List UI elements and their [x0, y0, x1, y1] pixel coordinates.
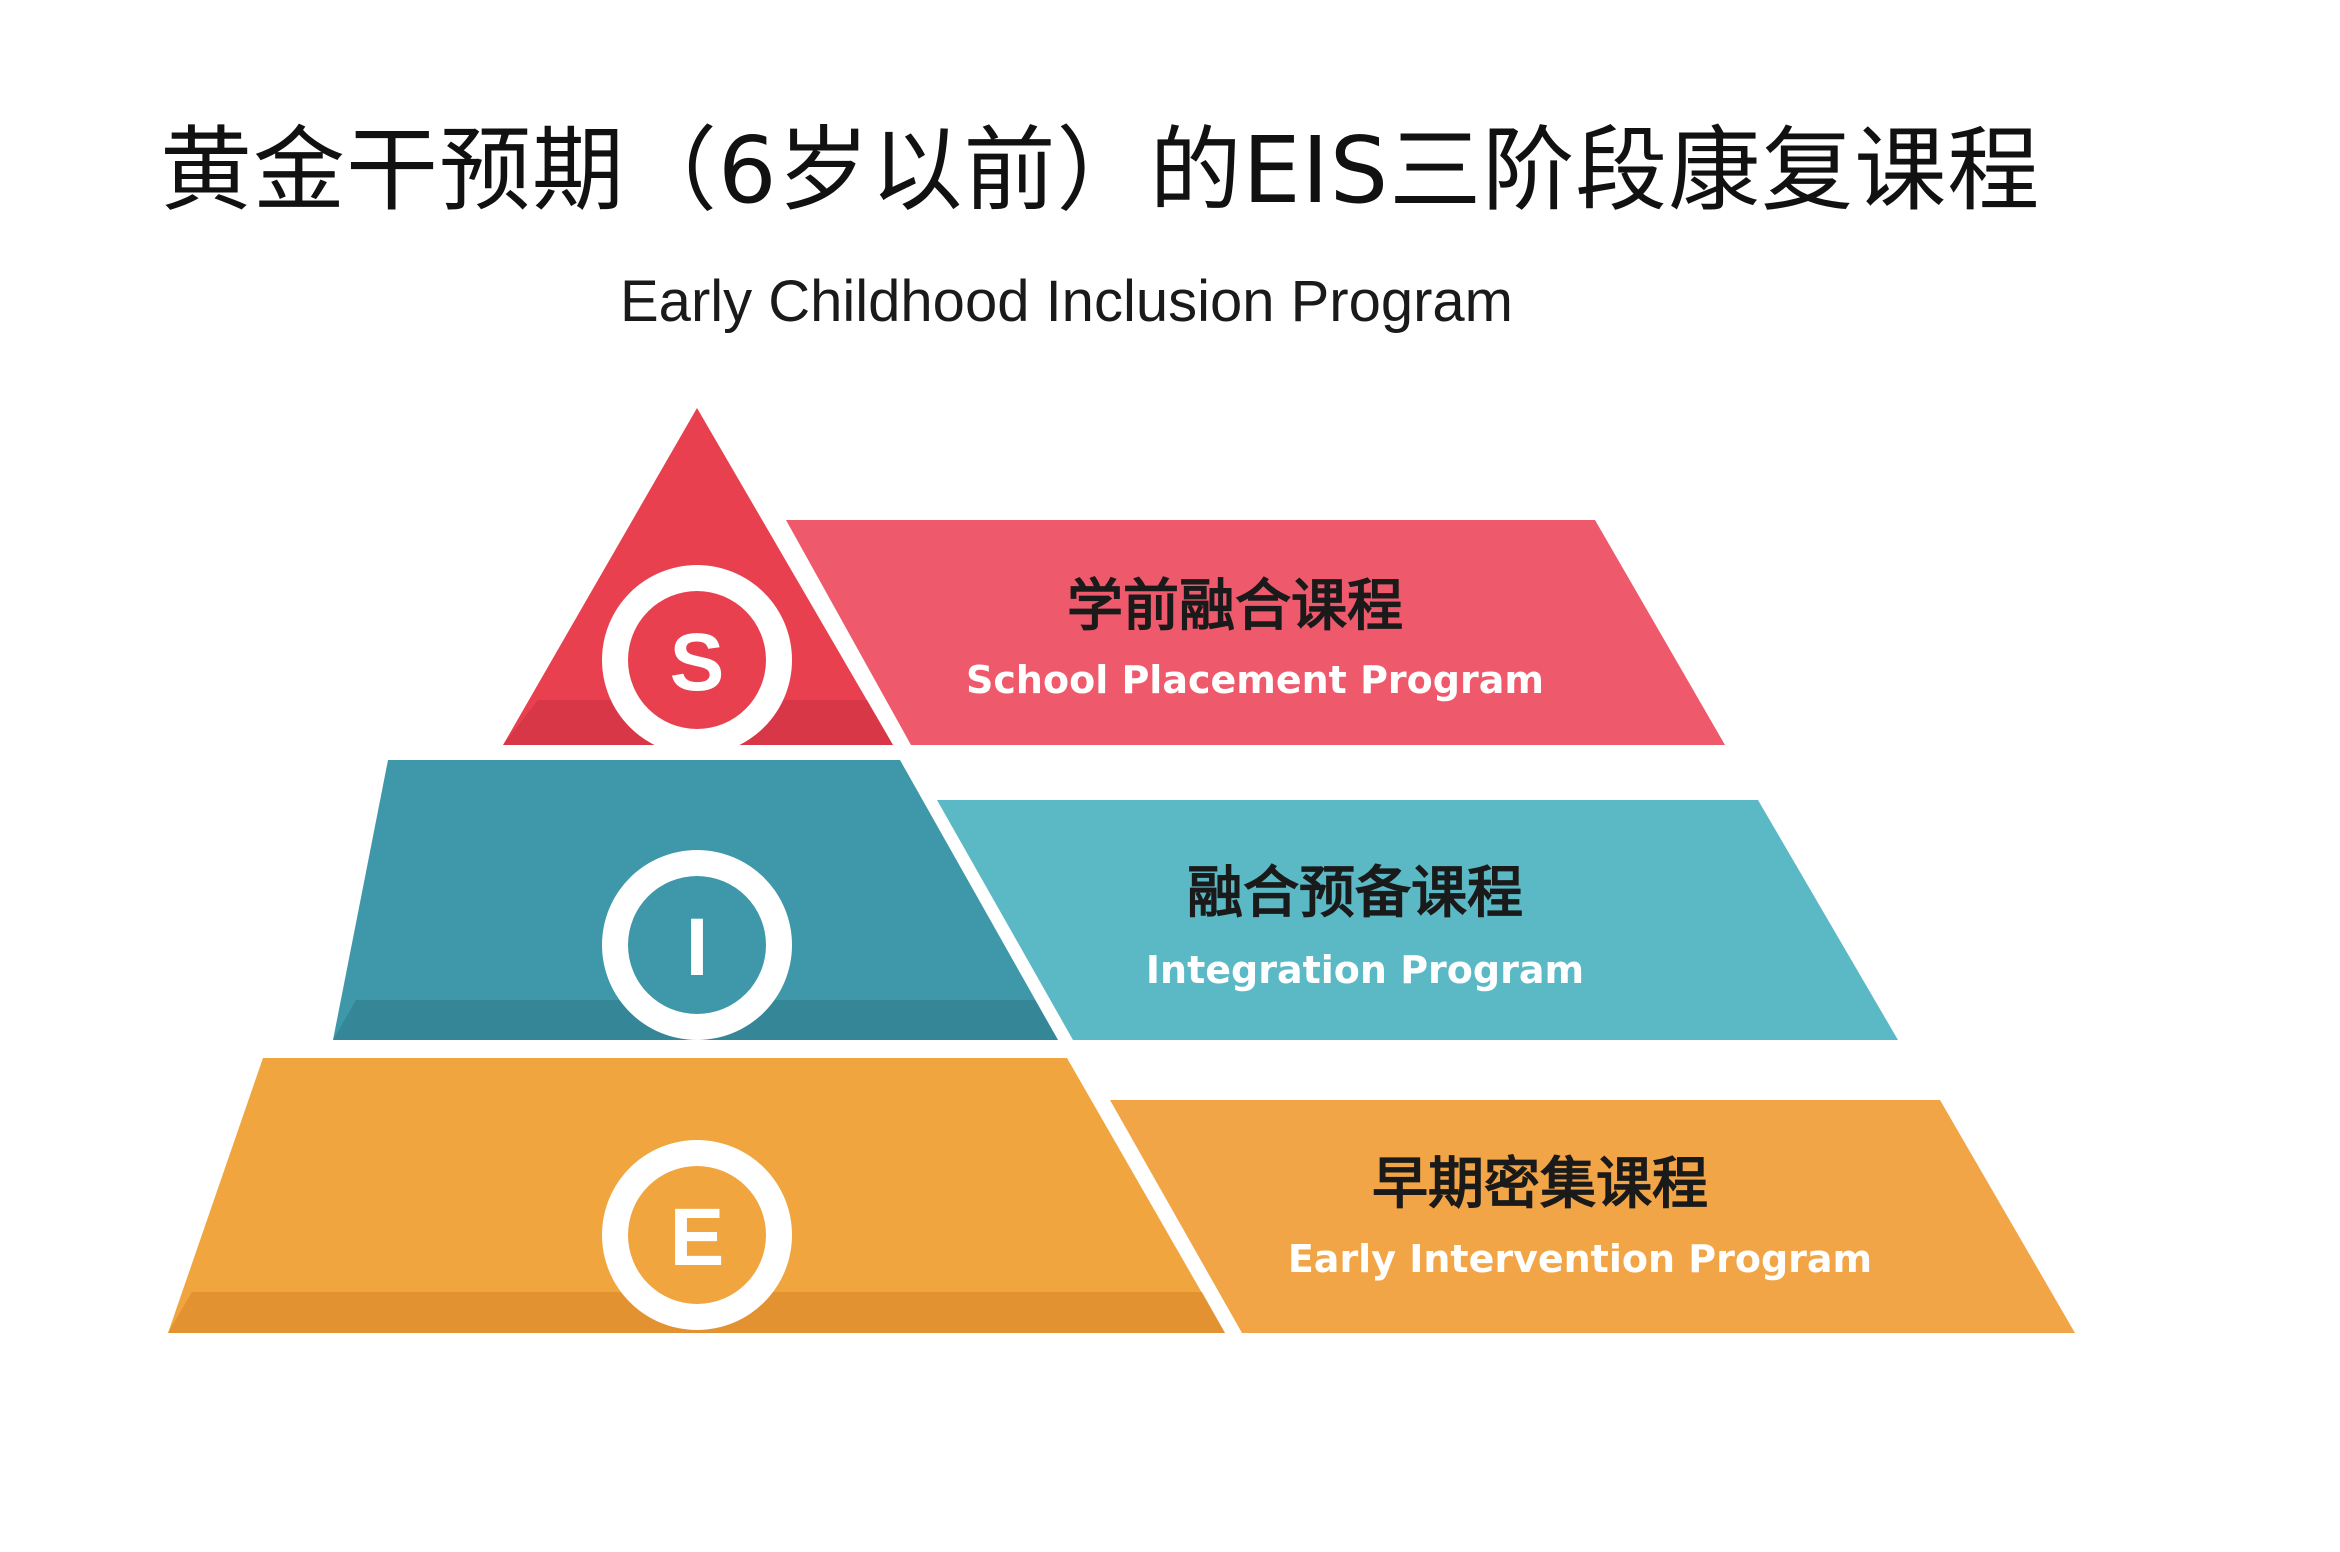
level-i-en-label: Integration Program [1146, 948, 1584, 992]
level-i-cn-label: 融合预备课程 [1187, 861, 1523, 926]
badge-inner-e [628, 1166, 766, 1304]
banner-e [1110, 1100, 2075, 1333]
badge-letter-i: I [686, 902, 709, 993]
level-e-cn-label: 早期密集课程 [1372, 1152, 1708, 1217]
level-s-cn-label: 学前融合课程 [1067, 574, 1403, 639]
banner-i [937, 800, 1898, 1040]
badge-letter-s: S [670, 617, 725, 708]
level-e-en-label: Early Intervention Program [1288, 1237, 1872, 1281]
level-e: E 早期密集课程 Early Intervention Program [168, 1058, 2075, 1333]
badge-inner-s [628, 591, 766, 729]
badge-inner-i [628, 876, 766, 1014]
level-i: I 融合预备课程 Integration Program [333, 760, 1898, 1040]
page-subtitle: Early Childhood Inclusion Program [620, 269, 1513, 334]
badge-letter-e: E [670, 1192, 725, 1283]
level-s: S 学前融合课程 School Placement Program [503, 408, 1725, 755]
page-title: 黄金干预期（6岁以前）的EIS三阶段康复课程 [160, 117, 2041, 224]
banner-s [786, 520, 1725, 745]
level-s-en-label: School Placement Program [966, 658, 1544, 702]
